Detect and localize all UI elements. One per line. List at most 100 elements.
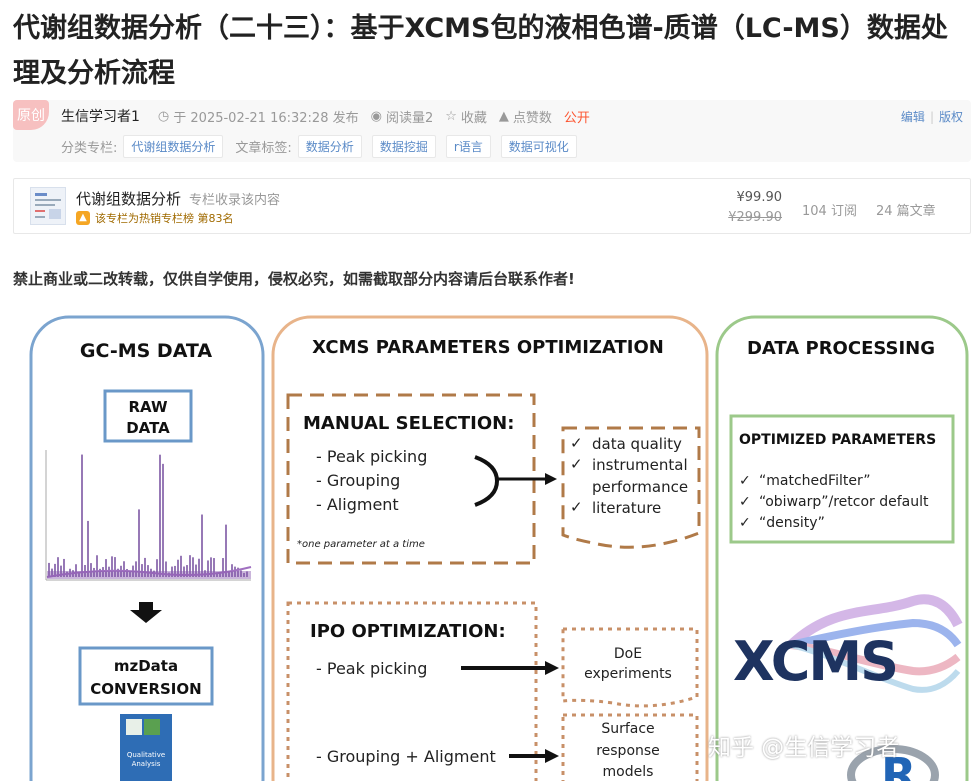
doe-box bbox=[561, 627, 699, 708]
mzdata-box bbox=[78, 646, 214, 706]
raw-data-label-2: DATA bbox=[126, 419, 170, 437]
optimized-parameters-box bbox=[729, 414, 955, 544]
param-obiwarp: “obiwarp”/retcor default bbox=[759, 494, 929, 510]
criteria-performance: performance bbox=[592, 478, 688, 496]
tags-label: 文章标签: bbox=[235, 140, 292, 156]
mzdata-label-1: mzData bbox=[114, 657, 178, 675]
tag-data-mining[interactable]: 数据挖掘 bbox=[371, 134, 436, 158]
article-meta-bar: 原创 生信学习者1 ◷于 2025-02-21 16:32:28 发布 ◉阅读量… bbox=[13, 100, 971, 162]
collect-button[interactable]: ☆收藏 bbox=[445, 107, 487, 126]
param-density: “density” bbox=[759, 515, 825, 531]
copyright-link[interactable]: 版权 bbox=[938, 110, 963, 124]
workflow-figure: GC-MS DATA RAW DATA mzData CONVERSION Qu… bbox=[13, 305, 971, 781]
category-tag[interactable]: 代谢组数据分析 bbox=[123, 134, 224, 158]
tag-r-language[interactable]: r语言 bbox=[445, 134, 491, 158]
column-price: ¥99.90 bbox=[736, 190, 783, 205]
read-count: ◉阅读量2 bbox=[371, 107, 434, 126]
column-thumbnail bbox=[30, 187, 66, 225]
manual-selection-title: MANUAL SELECTION: bbox=[303, 413, 514, 434]
check-icon: ✓ bbox=[739, 494, 751, 510]
surface-label-1: Surface bbox=[601, 721, 654, 737]
workflow-diagram: GC-MS DATA RAW DATA mzData CONVERSION Qu… bbox=[29, 315, 969, 781]
r-logo-text: R bbox=[881, 748, 916, 781]
manual-item-peak: - Peak picking bbox=[316, 447, 427, 466]
column-articles: 24 篇文章 bbox=[876, 204, 936, 219]
r-logo: R bbox=[847, 745, 939, 781]
tag-data-analysis[interactable]: 数据分析 bbox=[297, 134, 362, 158]
down-arrow-icon bbox=[130, 602, 162, 623]
hot-rank: ▲ 该专栏为热销专栏榜 第83名 bbox=[76, 210, 234, 226]
divider: | bbox=[929, 110, 934, 124]
fire-icon: ▲ bbox=[76, 211, 90, 225]
manual-item-grouping: - Grouping bbox=[316, 471, 400, 490]
column-included-text: 专栏收录该内容 bbox=[189, 193, 281, 208]
surface-label-3: models bbox=[603, 764, 654, 780]
collect-label: 收藏 bbox=[460, 110, 487, 126]
surface-box bbox=[561, 713, 699, 781]
right-arrow-icon bbox=[461, 661, 559, 675]
check-icon: ✓ bbox=[570, 455, 583, 473]
ipo-item-grouping: - Grouping + Aligment bbox=[316, 747, 496, 766]
gcms-title: GC-MS DATA bbox=[80, 340, 213, 362]
criteria-literature: literature bbox=[592, 499, 661, 517]
doe-label-2: experiments bbox=[584, 666, 672, 682]
zhihu-watermark: 知乎 @生信学习者 bbox=[708, 735, 900, 761]
xcms-logo: XCMS bbox=[733, 594, 963, 693]
optimized-parameters-title: OPTIMIZED PARAMETERS bbox=[739, 432, 936, 448]
check-icon: ✓ bbox=[570, 498, 583, 516]
manual-note: *one parameter at a time bbox=[297, 539, 425, 550]
ipo-item-peak: - Peak picking bbox=[316, 659, 427, 678]
author-link[interactable]: 生信学习者1 bbox=[61, 109, 140, 125]
mzdata-label-2: CONVERSION bbox=[90, 680, 201, 698]
meta-actions: 编辑 | 版权 bbox=[901, 108, 963, 125]
raw-data-box bbox=[103, 389, 193, 443]
like-button[interactable]: ▲点赞数 bbox=[499, 107, 552, 126]
ipo-title: IPO OPTIMIZATION: bbox=[310, 621, 506, 642]
bracket-icon bbox=[474, 455, 500, 507]
copyright-notice: 禁止商业或二改转载，仅供自学使用，侵权必究，如需截取部分内容请后台联系作者! bbox=[13, 270, 575, 288]
star-icon: ☆ bbox=[445, 108, 457, 124]
qualitative-label-1: Qualitative bbox=[127, 751, 165, 759]
hot-rank-text: 该专栏为热销专栏榜 第83名 bbox=[95, 212, 234, 225]
column-card[interactable]: 代谢组数据分析专栏收录该内容 ▲ 该专栏为热销专栏榜 第83名 ¥99.90 ¥2… bbox=[13, 178, 971, 234]
doe-label-1: DoE bbox=[614, 646, 642, 662]
column-subscribers: 104 订阅 bbox=[802, 204, 857, 219]
data-processing-panel bbox=[715, 315, 969, 781]
edit-link[interactable]: 编辑 bbox=[900, 110, 925, 124]
gcms-panel bbox=[29, 315, 265, 781]
original-badge: 原创 bbox=[13, 100, 49, 130]
optimized-parameters-list: ✓ “matchedFilter” ✓ “obiwarp”/retcor def… bbox=[739, 473, 929, 531]
criteria-data-quality: data quality bbox=[592, 435, 682, 453]
manual-item-aligment: - Aligment bbox=[316, 495, 399, 514]
clock-icon: ◷ bbox=[157, 108, 170, 124]
tag-data-visualization[interactable]: 数据可视化 bbox=[500, 134, 577, 158]
thumbs-up-icon: ▲ bbox=[498, 108, 509, 124]
raw-data-label-1: RAW bbox=[128, 398, 167, 416]
column-name[interactable]: 代谢组数据分析专栏收录该内容 bbox=[76, 188, 280, 209]
read-count-text: 阅读量2 bbox=[385, 110, 434, 126]
check-icon: ✓ bbox=[570, 434, 583, 452]
article-title: 代谢组数据分析（二十三）：基于XCMS包的液相色谱-质谱（LC-MS）数据处理及… bbox=[13, 13, 948, 89]
tags-row: 分类专栏: 代谢组数据分析 文章标签: 数据分析 数据挖掘 r语言 数据可视化 bbox=[61, 134, 587, 158]
check-icon: ✓ bbox=[739, 473, 751, 489]
qualitative-analysis-icon: Qualitative Analysis bbox=[120, 714, 172, 781]
data-processing-title: DATA PROCESSING bbox=[747, 338, 935, 359]
right-arrow-icon bbox=[497, 473, 557, 485]
publish-date-text: 于 2025-02-21 16:32:28 发布 bbox=[173, 110, 359, 126]
param-matchedfilter: “matchedFilter” bbox=[759, 473, 871, 489]
xcms-logo-text: XCMS bbox=[733, 630, 897, 693]
column-original-price: ¥299.90 bbox=[728, 210, 782, 225]
category-label: 分类专栏: bbox=[61, 140, 118, 156]
qualitative-label-2: Analysis bbox=[132, 760, 161, 768]
xcms-optimization-panel bbox=[271, 315, 709, 781]
meta-row: 生信学习者1 ◷于 2025-02-21 16:32:28 发布 ◉阅读量2 ☆… bbox=[61, 104, 590, 128]
surface-label-2: response bbox=[596, 743, 660, 759]
chromatogram bbox=[45, 450, 252, 581]
criteria-box bbox=[561, 426, 701, 549]
criteria-instrumental: instrumental bbox=[592, 456, 688, 474]
visibility-status: 公开 bbox=[563, 110, 590, 126]
criteria-list: ✓ data quality ✓ instrumental performanc… bbox=[570, 434, 688, 517]
check-icon: ✓ bbox=[739, 515, 751, 531]
publish-date: ◷于 2025-02-21 16:32:28 发布 bbox=[158, 107, 359, 126]
eye-icon: ◉ bbox=[370, 108, 382, 124]
